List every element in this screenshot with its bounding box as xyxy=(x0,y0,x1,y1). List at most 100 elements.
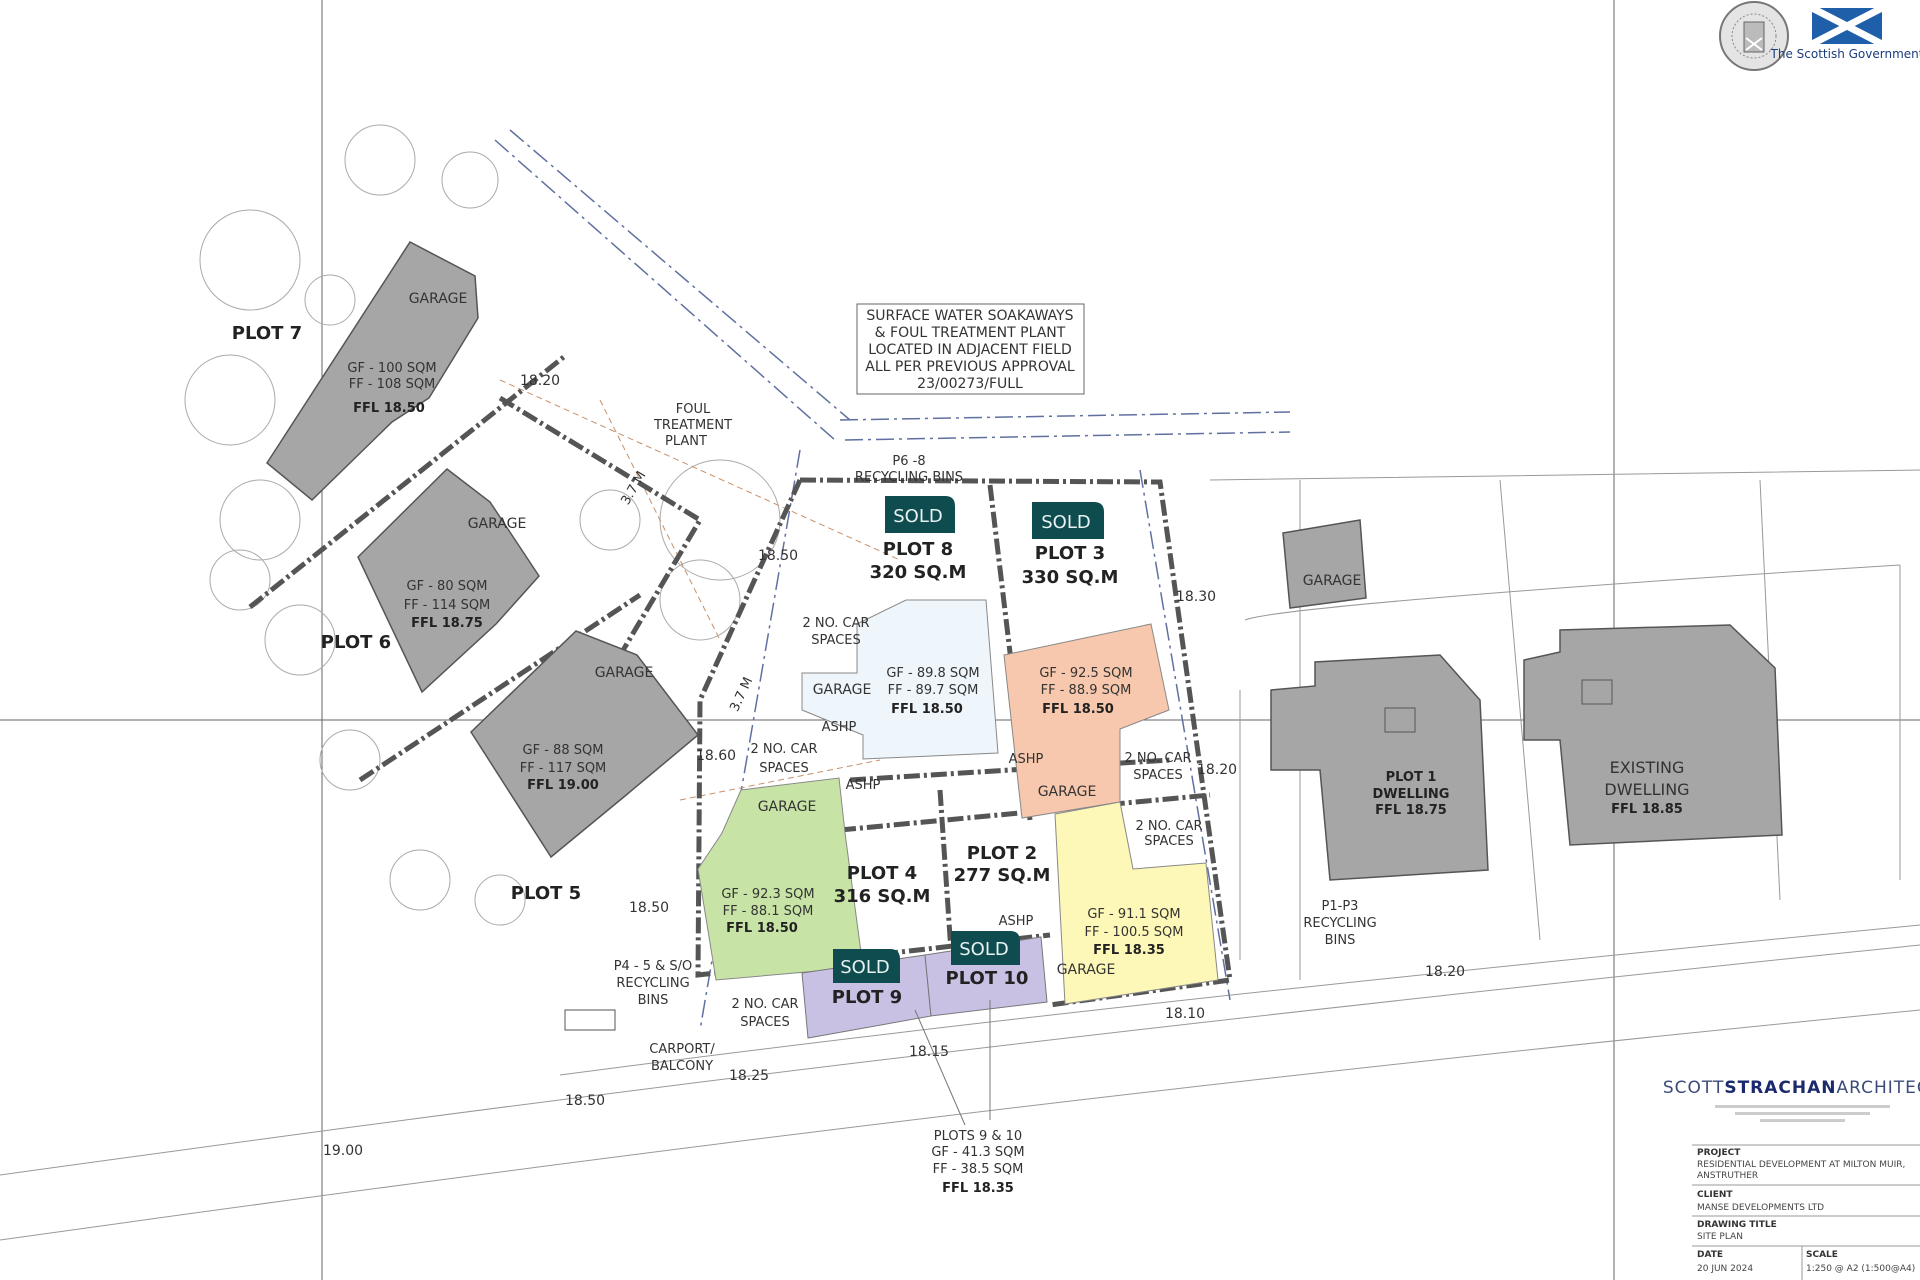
svg-text:FFL 18.35: FFL 18.35 xyxy=(942,1181,1014,1196)
dimension-label: 3.7 M xyxy=(727,675,756,714)
svg-text:DWELLING: DWELLING xyxy=(1373,787,1450,802)
svg-text:2 NO. CAR: 2 NO. CAR xyxy=(750,742,817,757)
svg-text:20 JUN 2024: 20 JUN 2024 xyxy=(1697,1264,1753,1274)
svg-text:SPACES: SPACES xyxy=(811,633,860,648)
plots-9-10-summary: PLOTS 9 & 10 GF - 41.3 SQM FF - 38.5 SQM… xyxy=(931,1129,1024,1196)
svg-text:GARAGE: GARAGE xyxy=(595,665,654,681)
svg-text:PLOT 7: PLOT 7 xyxy=(232,323,302,344)
svg-text:GARAGE: GARAGE xyxy=(409,291,468,307)
svg-text:18.50: 18.50 xyxy=(629,900,669,916)
svg-text:FFL 18.50: FFL 18.50 xyxy=(726,921,798,936)
svg-text:GF - 88 SQM: GF - 88 SQM xyxy=(523,743,604,758)
svg-text:GARAGE: GARAGE xyxy=(1057,962,1116,978)
svg-text:ANSTRUTHER: ANSTRUTHER xyxy=(1697,1171,1758,1181)
building-plot-7 xyxy=(266,241,479,502)
svg-text:DWELLING: DWELLING xyxy=(1604,780,1689,799)
building-plot-1 xyxy=(1270,654,1489,881)
building-plot-5 xyxy=(470,630,700,859)
svg-text:GF - 100 SQM: GF - 100 SQM xyxy=(347,361,436,376)
recycling-bin-store xyxy=(564,1009,616,1031)
plot-4-labels: GARAGE PLOT 4 316 SQ.M GF - 92.3 SQM FF … xyxy=(721,799,930,936)
svg-text:P1-P3: P1-P3 xyxy=(1322,899,1359,914)
svg-text:FFL 19.00: FFL 19.00 xyxy=(527,778,599,793)
svg-text:ALL PER PREVIOUS APPROVAL: ALL PER PREVIOUS APPROVAL xyxy=(865,359,1075,375)
svg-text:FF - 88.9 SQM: FF - 88.9 SQM xyxy=(1041,683,1132,698)
svg-text:FFL 18.75: FFL 18.75 xyxy=(411,616,483,631)
svg-text:SOLD: SOLD xyxy=(893,506,942,527)
svg-text:FFL 18.50: FFL 18.50 xyxy=(891,702,963,717)
svg-text:ASHP: ASHP xyxy=(1009,752,1044,767)
svg-text:18.20: 18.20 xyxy=(1425,964,1465,980)
svg-text:GARAGE: GARAGE xyxy=(758,799,817,815)
svg-text:FF - 89.7 SQM: FF - 89.7 SQM xyxy=(888,683,979,698)
svg-text:The Scottish Government: The Scottish Government xyxy=(1770,47,1920,61)
svg-text:SCOTTSTRACHANARCHITECT: SCOTTSTRACHANARCHITECT xyxy=(1663,1078,1920,1098)
sold-badge-plot-3: SOLD xyxy=(1032,502,1104,539)
plot-9-label: PLOT 9 xyxy=(832,987,902,1008)
svg-text:PLOT 5: PLOT 5 xyxy=(511,883,581,904)
foul-treatment-plant-label: FOUL TREATMENT PLANT xyxy=(653,402,732,449)
svg-text:19.00: 19.00 xyxy=(323,1143,363,1159)
recycling-p6-8-label: P6 -8 RECYCLING BINS xyxy=(855,454,963,485)
svg-text:FFL 18.75: FFL 18.75 xyxy=(1375,803,1447,818)
svg-text:ASHP: ASHP xyxy=(999,914,1034,929)
svg-text:SURFACE WATER SOAKAWAYS: SURFACE WATER SOAKAWAYS xyxy=(866,308,1073,324)
svg-text:BALCONY: BALCONY xyxy=(651,1059,713,1074)
svg-text:SPACES: SPACES xyxy=(759,761,808,776)
svg-text:RECYCLING BINS: RECYCLING BINS xyxy=(855,470,963,485)
svg-text:GF - 89.8 SQM: GF - 89.8 SQM xyxy=(886,666,979,681)
svg-text:DATE: DATE xyxy=(1697,1250,1723,1260)
svg-text:EXISTING: EXISTING xyxy=(1610,758,1685,777)
svg-text:2 NO. CAR: 2 NO. CAR xyxy=(1135,819,1202,834)
plot-2-labels: PLOT 2 277 SQ.M GF - 91.1 SQM FF - 100.5… xyxy=(954,843,1184,978)
svg-text:330 SQ.M: 330 SQ.M xyxy=(1022,567,1119,588)
svg-text:SOLD: SOLD xyxy=(840,957,889,978)
svg-text:FF - 114 SQM: FF - 114 SQM xyxy=(404,598,491,613)
svg-text:18.60: 18.60 xyxy=(696,748,736,764)
sold-badge-plot-8: SOLD xyxy=(885,496,955,533)
svg-text:PROJECT: PROJECT xyxy=(1697,1148,1741,1158)
svg-text:SOLD: SOLD xyxy=(1041,512,1090,533)
carport-label: CARPORT/ BALCONY xyxy=(649,1042,715,1074)
svg-text:SPACES: SPACES xyxy=(740,1015,789,1030)
svg-text:FFL 18.50: FFL 18.50 xyxy=(353,401,425,416)
svg-text:18.25: 18.25 xyxy=(729,1068,769,1084)
svg-text:1:250 @ A2 (1:500@A4): 1:250 @ A2 (1:500@A4) xyxy=(1806,1264,1915,1274)
svg-text:PLOT 8: PLOT 8 xyxy=(883,539,953,560)
svg-text:RESIDENTIAL DEVELOPMENT AT MIL: RESIDENTIAL DEVELOPMENT AT MILTON MUIR, xyxy=(1697,1160,1905,1170)
roof-feature xyxy=(1581,679,1613,705)
svg-text:RECYCLING: RECYCLING xyxy=(616,976,689,991)
svg-text:LOCATED IN ADJACENT FIELD: LOCATED IN ADJACENT FIELD xyxy=(868,342,1072,358)
svg-text:FOUL: FOUL xyxy=(676,402,711,417)
sold-badge-plot-10: SOLD xyxy=(951,931,1020,965)
house-plot-8 xyxy=(801,599,999,760)
crest-logo xyxy=(1719,1,1789,71)
svg-text:SPACES: SPACES xyxy=(1144,834,1193,849)
building-plot-6 xyxy=(357,468,540,694)
svg-text:GF - 80 SQM: GF - 80 SQM xyxy=(407,579,488,594)
svg-text:SOLD: SOLD xyxy=(959,939,1008,960)
svg-text:FF - 117 SQM: FF - 117 SQM xyxy=(520,761,607,776)
road-edges xyxy=(0,469,1920,1241)
house-plot-2 xyxy=(1054,801,1219,1005)
svg-text:SCALE: SCALE xyxy=(1806,1250,1838,1260)
note-box xyxy=(856,303,1085,395)
svg-text:P4 - 5 & S/O: P4 - 5 & S/O xyxy=(614,959,693,974)
svg-text:PLOT 4: PLOT 4 xyxy=(847,863,917,884)
svg-text:& FOUL TREATMENT PLANT: & FOUL TREATMENT PLANT xyxy=(875,325,1066,341)
svg-text:18.15: 18.15 xyxy=(909,1044,949,1060)
svg-text:CARPORT/: CARPORT/ xyxy=(649,1042,715,1057)
svg-text:FFL 18.50: FFL 18.50 xyxy=(1042,702,1114,717)
plot-7-labels: PLOT 7 GARAGE GF - 100 SQM FF - 108 SQM … xyxy=(232,291,468,416)
roof-feature xyxy=(1384,707,1416,733)
svg-text:GF - 92.3 SQM: GF - 92.3 SQM xyxy=(721,887,814,902)
svg-text:23/00273/FULL: 23/00273/FULL xyxy=(917,376,1023,392)
svg-text:GF - 92.5 SQM: GF - 92.5 SQM xyxy=(1039,666,1132,681)
svg-text:FF - 88.1 SQM: FF - 88.1 SQM xyxy=(723,904,814,919)
svg-text:SITE PLAN: SITE PLAN xyxy=(1697,1232,1743,1242)
svg-text:320 SQ.M: 320 SQ.M xyxy=(870,562,967,583)
recycling-p1-3-label: P1-P3 RECYCLING BINS xyxy=(1303,899,1376,948)
svg-text:PLANT: PLANT xyxy=(665,434,707,449)
recycling-p4-5-label: P4 - 5 & S/O RECYCLING BINS xyxy=(614,959,693,1008)
scottish-government-logo: The Scottish Government xyxy=(1770,4,1920,61)
